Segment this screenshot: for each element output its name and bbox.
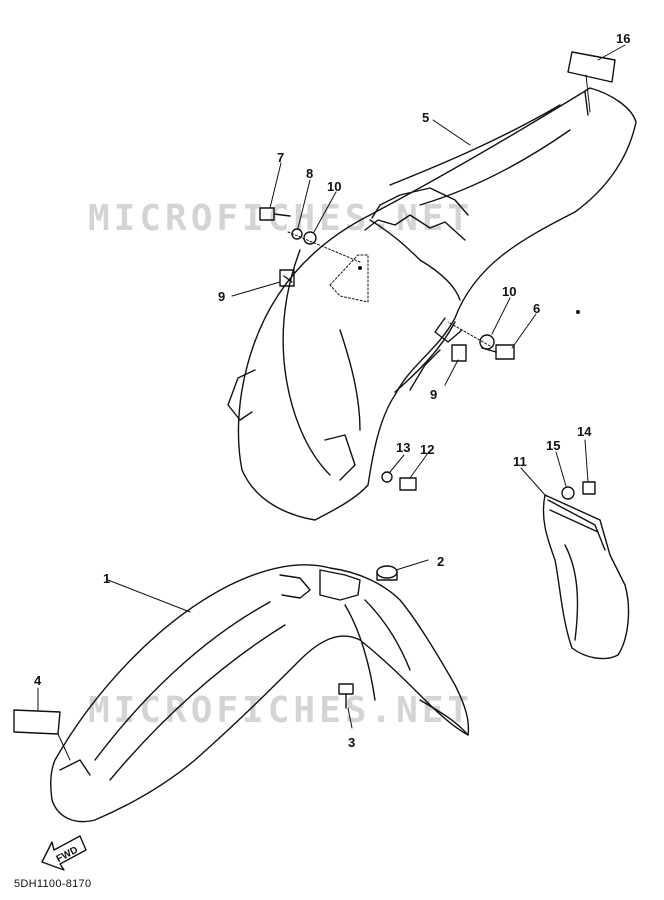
callout-1: 1 — [103, 571, 110, 586]
callout-15: 15 — [546, 438, 560, 453]
callout-12: 12 — [420, 442, 434, 457]
bolt-12[interactable] — [399, 477, 417, 491]
screw-14[interactable] — [582, 481, 596, 495]
callout-11: 11 — [513, 454, 527, 469]
fwd-arrow — [41, 835, 87, 871]
callout-2: 2 — [437, 554, 444, 569]
callout-6: 6 — [533, 301, 540, 316]
nut-2[interactable] — [376, 565, 398, 581]
dot-mark-2 — [358, 266, 362, 270]
bolt-7[interactable] — [259, 207, 291, 221]
rear-fender[interactable] — [227, 87, 637, 521]
leader-lines — [37, 44, 626, 761]
nut-9-lower[interactable] — [451, 344, 467, 362]
callout-7: 7 — [277, 150, 284, 165]
callout-14: 14 — [577, 424, 592, 439]
front-fender[interactable] — [50, 564, 470, 823]
callout-9-lower: 9 — [430, 387, 437, 402]
mud-guard[interactable] — [542, 494, 630, 660]
callout-16: 16 — [616, 31, 630, 46]
label-16[interactable] — [567, 51, 616, 83]
callout-10-right: 10 — [502, 284, 516, 299]
callout-5: 5 — [422, 110, 429, 125]
callout-10-top: 10 — [327, 179, 341, 194]
watermark-bottom: MICROFICHES.NET — [88, 690, 473, 731]
collar-10-top[interactable] — [303, 231, 317, 245]
callout-8: 8 — [306, 166, 313, 181]
bolt-6[interactable] — [481, 344, 515, 360]
dot-mark — [576, 310, 580, 314]
callout-4: 4 — [34, 673, 42, 688]
nut-9-top[interactable] — [279, 269, 295, 287]
reference-code: 5DH1100-8170 — [14, 878, 92, 890]
bolt-3[interactable] — [338, 683, 354, 709]
washer-15[interactable] — [561, 486, 575, 500]
collar-13[interactable] — [381, 471, 393, 483]
callout-9-top: 9 — [218, 289, 225, 304]
label-4[interactable] — [13, 709, 61, 735]
callout-13: 13 — [396, 440, 410, 455]
callout-3: 3 — [348, 735, 355, 750]
